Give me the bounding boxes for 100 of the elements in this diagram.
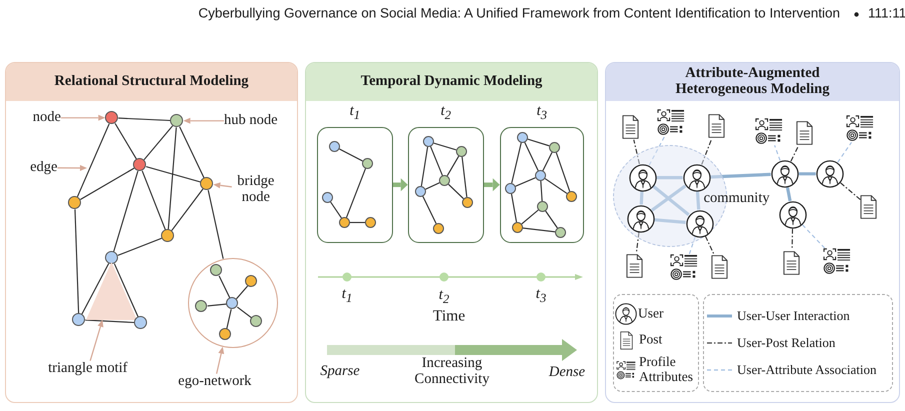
graph-node (432, 222, 444, 234)
graph-node (161, 229, 174, 242)
profile-card-icon (670, 254, 700, 282)
connector-line (636, 232, 640, 253)
graph-node (566, 190, 577, 202)
connector-line (81, 263, 110, 314)
document-icon (796, 120, 814, 146)
connector-line (515, 177, 536, 187)
graph-node (438, 174, 450, 186)
callout-label: ego-network (178, 374, 252, 390)
time-step-label: t$_{1}$ (350, 102, 360, 123)
graph-node (414, 186, 426, 197)
connector-line (118, 118, 170, 122)
connector-line (511, 142, 522, 184)
connector-line (840, 182, 861, 200)
connector-line (524, 142, 539, 171)
leader-arrow (90, 320, 104, 361)
community-label: community (704, 190, 770, 207)
graph-node (195, 300, 208, 312)
document-icon (626, 252, 644, 279)
connector-line (786, 187, 792, 202)
arrow (484, 178, 500, 192)
ego-network-circle (188, 258, 278, 348)
callout-label: edge (30, 160, 58, 176)
graph-node (170, 114, 184, 128)
user-icon (778, 200, 807, 229)
connector-line (434, 142, 456, 150)
document-icon (622, 114, 640, 140)
legend-label: User-Post Relation (737, 336, 836, 350)
panel-heading: Attribute-Augmented Heterogeneous Modeling (606, 63, 899, 101)
connector-line (648, 136, 666, 166)
user-icon (770, 160, 799, 188)
legend-label: User (638, 306, 664, 322)
connector-line (113, 170, 138, 252)
connector-line (330, 202, 342, 218)
connector-line (236, 306, 252, 318)
connector-line (633, 140, 640, 164)
scale-end-label: Sparse (320, 364, 360, 380)
connector-line (802, 224, 826, 249)
legend-label: User-Attribute Association (737, 362, 876, 378)
user-icon (816, 160, 844, 188)
panel-heading: Relational Structural Modeling (6, 63, 297, 101)
connector-line (701, 138, 712, 165)
graph-node (105, 251, 118, 264)
callout-label: node (32, 110, 61, 126)
graph-node (68, 196, 82, 210)
graph-node (364, 216, 376, 228)
connector-line (226, 309, 232, 329)
connector-line (837, 142, 852, 163)
time-step-label: t$_{2}$ (440, 102, 451, 123)
connector-line (80, 168, 134, 200)
graph-node (250, 315, 262, 328)
connector-line (114, 263, 139, 318)
connector-line (218, 276, 230, 298)
connector-line (688, 236, 696, 254)
running-header: Cyberbullying Governance on Social Media: A Unified Framework from Content Identification to Intervention (198, 6, 840, 22)
user-icon (686, 210, 714, 238)
connector-line (207, 304, 227, 306)
leader-arrow (213, 182, 232, 188)
connector-line (179, 126, 204, 178)
graph-node (456, 146, 467, 157)
connector-line (542, 152, 552, 171)
profile-card-icon (823, 248, 852, 276)
connector-line (425, 182, 440, 190)
graph-node (548, 142, 560, 153)
document-icon (783, 250, 800, 276)
connector-line (798, 172, 816, 176)
leader-arrow (216, 346, 224, 374)
connector-line (774, 145, 781, 161)
connector-line (74, 209, 80, 314)
connector-line (540, 180, 543, 202)
graph-node (362, 158, 373, 169)
axis-tick-label: t$_{3}$ (536, 286, 546, 306)
document-icon (860, 194, 878, 220)
axis-tick-label: t$_{1}$ (342, 286, 352, 306)
callout-label: bridge node (232, 174, 280, 206)
arrow (392, 178, 408, 192)
connector-line (448, 184, 464, 200)
connector-line (346, 168, 366, 218)
profile-card-icon (846, 115, 876, 142)
scale-end-label: Dense (548, 365, 586, 381)
connector-line (142, 170, 166, 230)
connector-line (146, 166, 201, 183)
connector-line (168, 127, 177, 230)
connector-line (118, 238, 162, 256)
connector-line (420, 146, 428, 186)
profile-card-icon (755, 118, 784, 146)
leader-arrow (58, 165, 87, 171)
profile-card-icon (657, 109, 686, 136)
connector-line (792, 228, 794, 250)
graph-node (328, 140, 340, 152)
leader-arrow (60, 114, 106, 121)
connector-line (521, 210, 539, 224)
connector-line (654, 218, 686, 224)
graph-node (226, 297, 238, 310)
connector-line (522, 228, 556, 232)
connector-line (650, 184, 686, 212)
graph-node (219, 328, 232, 340)
callout-label: triangle motif (48, 360, 128, 377)
connector-line (528, 138, 550, 146)
